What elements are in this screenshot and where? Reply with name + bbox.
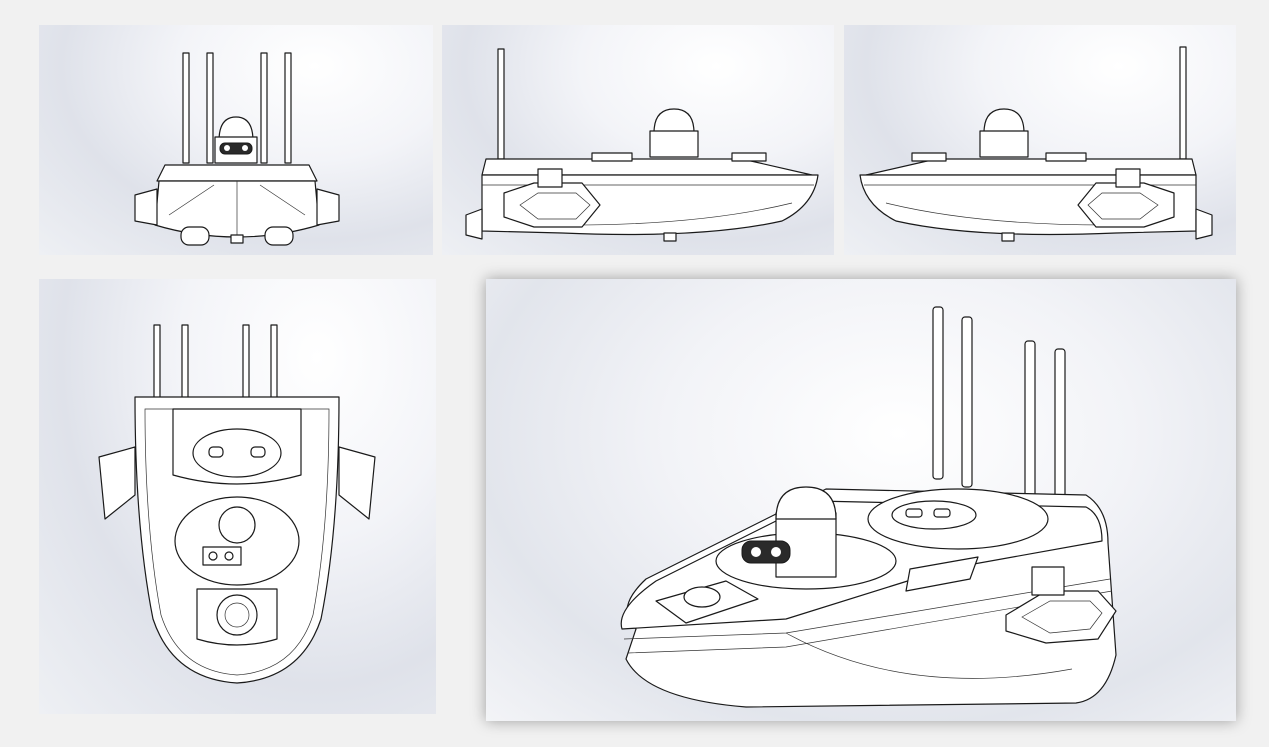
antenna-2 [961, 316, 973, 488]
antenna-rear [1179, 46, 1187, 160]
hatch-cover [192, 428, 282, 478]
camera-dome [775, 486, 837, 520]
sonar-unit [216, 594, 258, 636]
thruster-bracket [537, 168, 563, 188]
deck-vent [911, 152, 947, 162]
left-thruster-guard [98, 446, 136, 520]
left-thruster-guard [134, 188, 158, 226]
camera-lens-left [224, 145, 230, 151]
hatch-handle-right [933, 508, 951, 518]
deck-hatch [1045, 152, 1087, 162]
camera-dome [983, 108, 1025, 134]
camera-dome [653, 108, 695, 134]
dome-base [979, 130, 1029, 158]
top-view-drawing [98, 324, 376, 684]
sensor-pod [230, 234, 244, 244]
right-thruster-guard [338, 446, 376, 520]
antenna-4 [1054, 348, 1066, 516]
front-view-panel [39, 25, 433, 255]
right-side-view-drawing [859, 46, 1213, 242]
left-side-view-panel [442, 25, 834, 255]
hatch-handle-left [208, 446, 224, 458]
deck-top [156, 164, 318, 182]
hatch-handle-left [905, 508, 923, 518]
side-handle [905, 556, 979, 592]
antenna-4 [284, 52, 292, 164]
right-side-view-panel [844, 25, 1236, 255]
rear-fin [1195, 208, 1213, 240]
camera-lens-right [242, 145, 248, 151]
camera-dome [218, 506, 256, 544]
deck-vent [731, 152, 767, 162]
dome-base [649, 130, 699, 158]
hatch-handle-right [250, 446, 266, 458]
antenna-3 [260, 52, 268, 164]
antenna-rear [497, 48, 505, 160]
thruster-bracket [1031, 566, 1065, 596]
deck-hatch [591, 152, 633, 162]
isometric-view-drawing [620, 306, 1117, 708]
antenna-3 [1024, 340, 1036, 508]
front-view-drawing [134, 52, 340, 246]
right-propeller [264, 226, 294, 246]
sensor-pod [663, 232, 677, 242]
rear-fin [465, 208, 483, 240]
antenna-1 [182, 52, 190, 164]
isometric-view-panel [486, 279, 1236, 721]
top-view-panel [39, 279, 436, 714]
stereo-camera [741, 540, 791, 564]
left-propeller [180, 226, 210, 246]
antenna-1 [932, 306, 944, 480]
thruster-guard [503, 182, 601, 228]
left-side-view-drawing [465, 48, 819, 242]
antenna-2 [206, 52, 214, 164]
thruster-guard [1077, 182, 1175, 228]
camera-dome [218, 116, 254, 142]
sensor-pod [1001, 232, 1015, 242]
thruster-bracket [1115, 168, 1141, 188]
sonar-unit [683, 586, 721, 608]
right-thruster-guard [316, 188, 340, 226]
